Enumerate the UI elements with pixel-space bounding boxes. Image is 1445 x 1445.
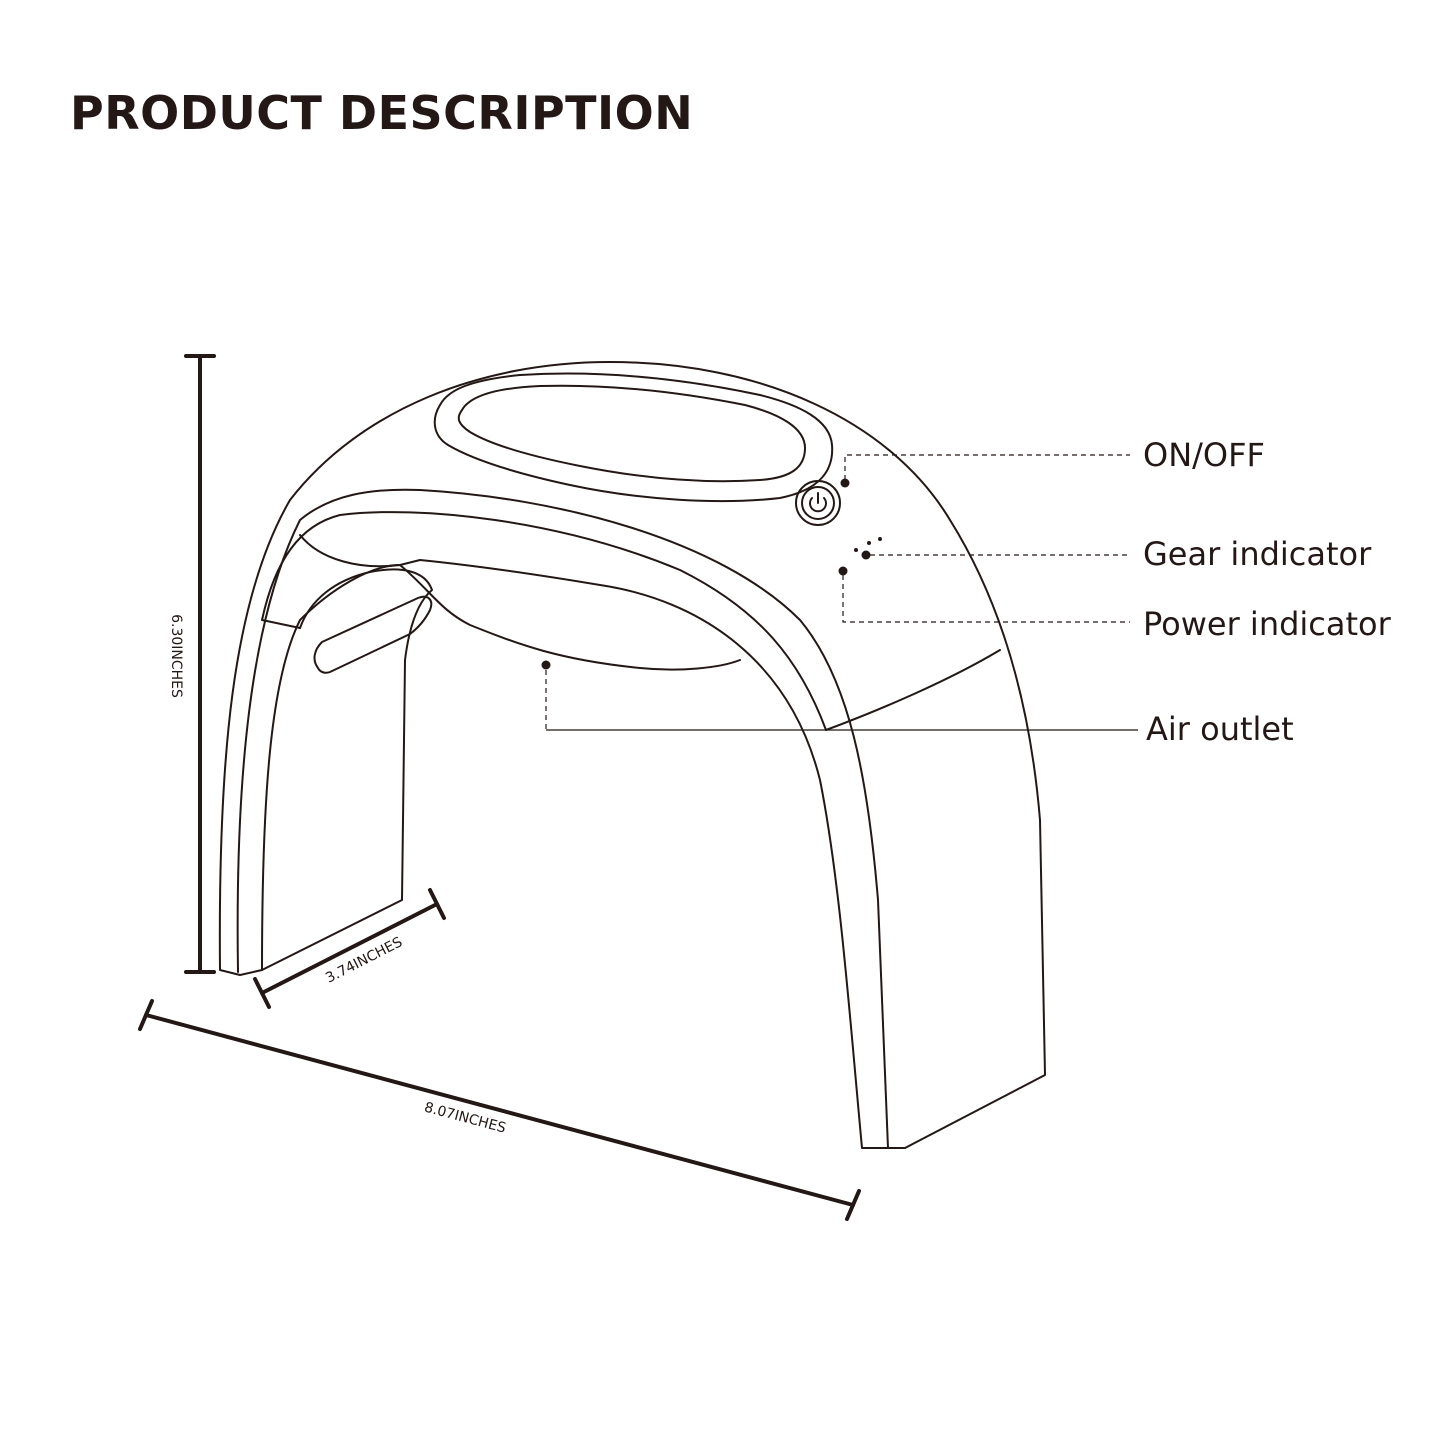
depth-dimension-cap-left [253, 977, 271, 1009]
width-dimension-line [144, 1013, 855, 1207]
device-rim-inner [261, 511, 827, 731]
depth-dimension-line [260, 902, 439, 995]
leader-on-off [844, 454, 1130, 480]
on-off-dot [840, 478, 850, 488]
leader-power-indicator [842, 575, 1130, 623]
device-outer-shell [218, 361, 1046, 1149]
callout-air-outlet: Air outlet [1146, 710, 1294, 748]
depth-dimension-cap-right [428, 888, 446, 920]
callout-power-indicator: Power indicator [1143, 605, 1391, 643]
height-dimension-label: 6.30INCHES [168, 614, 184, 698]
page-title: PRODUCT DESCRIPTION [70, 86, 694, 140]
side-slot [313, 595, 433, 674]
power-button-outer [795, 480, 841, 526]
callout-gear-indicator: Gear indicator [1143, 535, 1372, 573]
width-dimension-cap-right [845, 1189, 861, 1221]
width-dimension-cap-left [138, 999, 154, 1031]
top-panel-inner [457, 384, 806, 483]
power-button-inner [801, 486, 835, 520]
width-dimension-label: 8.07INCHES [422, 1100, 507, 1137]
callout-on-off: ON/OFF [1143, 436, 1265, 474]
device-inner-leg [261, 568, 433, 971]
device-front-face [299, 534, 741, 671]
device-leg-panel-line [261, 619, 301, 629]
power-icon [809, 492, 827, 513]
gear-indicator-dot-2 [854, 548, 858, 552]
air-outlet-dot [541, 660, 551, 670]
gear-indicator-dot-4 [878, 537, 882, 541]
device-side-panel [825, 649, 1001, 731]
gear-indicator-dot-3 [867, 541, 871, 545]
device-rim-band [236, 488, 889, 1149]
gear-indicator-dot-1 [861, 550, 871, 560]
power-indicator-dot [838, 566, 848, 576]
top-panel-outer [433, 372, 834, 503]
